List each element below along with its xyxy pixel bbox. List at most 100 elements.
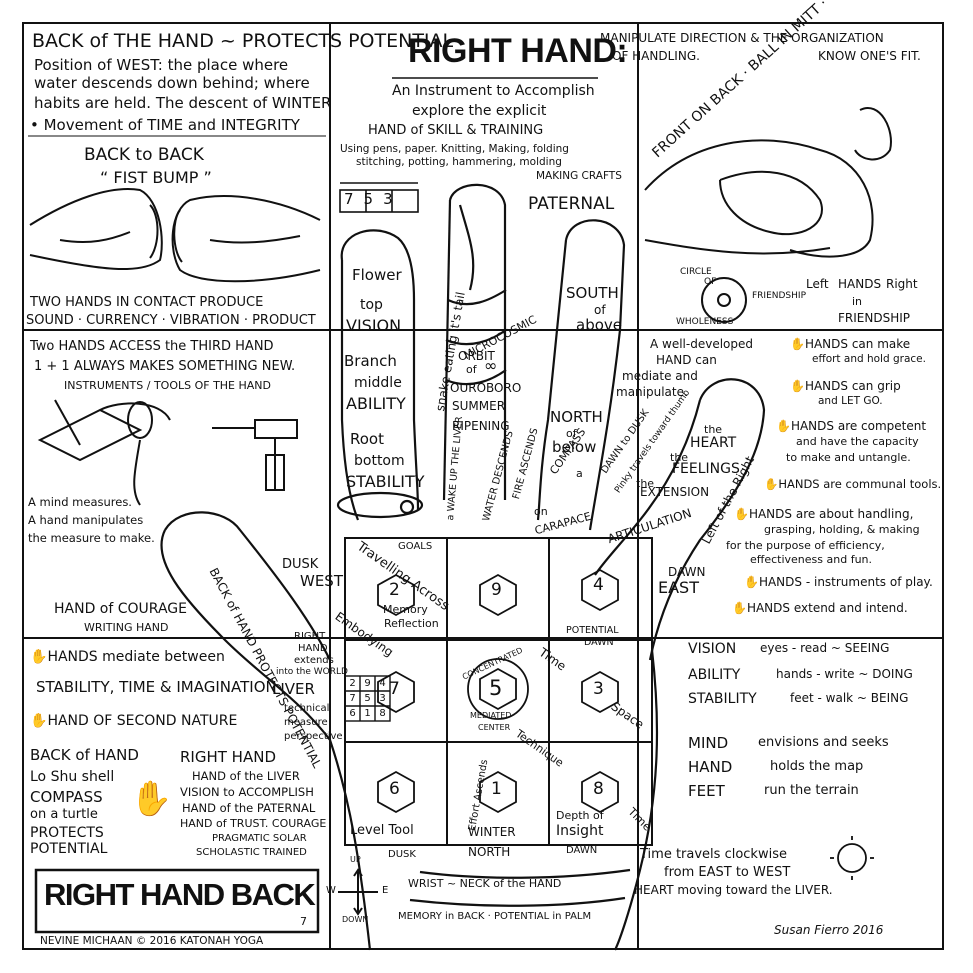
compass-cross — [338, 870, 378, 914]
insight: Insight — [556, 824, 603, 839]
stability-desc: feet - walk ~ BEING — [790, 692, 908, 705]
loshu-mini-cell: 6 — [345, 706, 360, 721]
subtitle-3: HAND of SKILL & TRAINING — [368, 124, 543, 138]
ability-desc: hands - write ~ DOING — [776, 668, 913, 681]
hands-list-5d: effectiveness and fun. — [750, 554, 872, 566]
orbit-of: of — [466, 364, 477, 376]
crafts-1: Using pens, paper. Knitting, Making, fol… — [340, 144, 569, 155]
wrist-label: WRIST ~ NECK of the HAND — [408, 878, 561, 890]
contact-line2: SOUND · CURRENCY · VIBRATION · PRODUCT — [26, 314, 316, 328]
loshu-mini-cell: 7 — [345, 691, 360, 706]
hands-list-4: ✋HANDS are communal tools. — [764, 478, 941, 490]
lr-left: Left — [806, 278, 829, 291]
loshu-num-3: 3 — [593, 681, 604, 699]
loshu-mini: 2 9 4 7 5 3 6 1 8 — [345, 676, 390, 721]
hands-list-1b: effort and hold grace. — [812, 354, 926, 365]
hands-list-6: ✋HANDS - instruments of play. — [744, 576, 933, 589]
third-hand-2: 1 + 1 ALWAYS MAKES SOMETHING NEW. — [34, 360, 295, 374]
south: SOUTH — [566, 286, 619, 302]
friendship-label: FRIENDSHIP — [752, 292, 806, 301]
reflection-label: Reflection — [384, 618, 439, 630]
back-hand-line2: Position of WEST: the place where — [34, 58, 288, 74]
compass-w: W — [326, 886, 336, 897]
hands-list-5c: for the purpose of efficiency, — [726, 540, 885, 552]
compass-down: DOWN — [342, 916, 368, 924]
south-of: of — [594, 304, 606, 317]
center-label: CENTER — [478, 724, 510, 732]
loshu-mini-cell: 1 — [360, 706, 375, 721]
back-hand-line3: water descends down behind; where — [34, 76, 310, 92]
hands-list-1: ✋HANDS can make — [790, 338, 910, 351]
right-hand-ext-4: into the WORLD — [276, 668, 348, 677]
infinity-icon: ∞ — [484, 358, 497, 375]
subtitle-2: explore the explicit — [412, 104, 546, 119]
bottom-title-num: 7 — [300, 916, 307, 928]
lo-shu-3: COMPASS — [30, 790, 103, 806]
summer: SUMMER — [452, 400, 505, 413]
lr-hands: HANDS — [838, 278, 881, 291]
bottom-dusk: DUSK — [388, 850, 416, 861]
right-hand-ext-2: HAND — [298, 644, 328, 655]
finger-vision: VISION — [346, 318, 401, 335]
time-travels-3: HEART moving toward the LIVER. — [634, 884, 833, 897]
heart-label: HEART — [690, 436, 736, 451]
finger-top: top — [360, 298, 383, 313]
potential-label: POTENTIAL — [566, 626, 619, 636]
mind-label: MIND — [688, 736, 728, 752]
well-developed-2: HAND can — [656, 354, 717, 367]
depth-of: Depth of — [556, 810, 604, 822]
manipulate-1: MANIPULATE DIRECTION & THE ORGANIZATION — [600, 32, 884, 45]
mind-desc: envisions and seeks — [758, 736, 889, 750]
lr-right: Right — [886, 278, 918, 291]
sun-icon — [830, 836, 874, 880]
loshu-num-6: 6 — [389, 781, 400, 799]
loshu-mini-cell: 2 — [345, 676, 360, 691]
measure-to-make: the measure to make. — [28, 532, 155, 544]
hand-label: HAND — [688, 760, 732, 776]
feelings: FEELINGS — [672, 462, 740, 477]
stability-label: STABILITY — [688, 692, 757, 707]
crafts-2: stitching, potting, hammering, molding — [356, 157, 562, 168]
credit: NEVINE MICHAAN © 2016 KATONAH YOGA — [40, 936, 263, 947]
writing-hand: WRITING HAND — [84, 622, 168, 634]
back-hand-line5: • Movement of TIME and INTEGRITY — [30, 118, 300, 134]
rh-3: VISION to ACCOMPLISH — [180, 786, 314, 798]
manipulate-2: OF HANDLING. — [612, 50, 700, 63]
lo-shu-1: BACK of HAND — [30, 748, 139, 764]
circle-of-label: OF — [704, 278, 716, 287]
loshu-num-2: 2 — [389, 582, 400, 600]
feet-label: FEET — [688, 784, 725, 800]
paternal: PATERNAL — [528, 196, 614, 214]
level-tool: Level Tool — [350, 824, 414, 838]
hand-icon: ✋ — [130, 782, 172, 818]
loshu-num-4: 4 — [593, 577, 604, 595]
hand-manipulates: A hand manipulates — [28, 514, 143, 526]
compass-e: E — [382, 886, 388, 897]
mind-measures: A mind measures. — [28, 496, 132, 508]
subtitle-1: An Instrument to Accomplish — [392, 84, 595, 99]
ability-label: ABILITY — [688, 668, 740, 683]
hands-list-5b: grasping, holding, & making — [764, 524, 920, 536]
rh-1: RIGHT HAND — [180, 750, 276, 766]
on-label: on — [534, 506, 548, 518]
north-label: NORTH — [550, 410, 603, 426]
hands-list-2: ✋HANDS can grip — [790, 380, 901, 393]
ouroboro: OUROBORO — [450, 382, 521, 395]
bottom-dawn: DAWN — [566, 846, 597, 857]
finger-ability: ABILITY — [346, 396, 406, 413]
loshu-mini-cell: 9 — [360, 676, 375, 691]
extension: EXTENSION — [640, 486, 709, 499]
third-hand-3: INSTRUMENTS / TOOLS OF THE HAND — [64, 380, 271, 392]
loshu-num-7: 7 — [389, 681, 400, 699]
magic-753: 753 — [344, 192, 403, 208]
memory-label: Memory — [383, 604, 428, 616]
right-hand-ext-1: RIGHT — [294, 632, 325, 643]
finger-stability: STABILITY — [346, 474, 425, 491]
time-travels-2: from EAST to WEST — [664, 866, 790, 880]
well-developed-4: manipulate. — [616, 386, 688, 399]
manipulate-3: KNOW ONE'S FIT. — [818, 50, 921, 63]
rh-6: PRAGMATIC SOLAR — [212, 834, 307, 845]
lo-shu-6: POTENTIAL — [30, 842, 107, 857]
vision-desc: eyes - read ~ SEEING — [760, 642, 889, 655]
fist-bump-drawing — [30, 189, 320, 281]
